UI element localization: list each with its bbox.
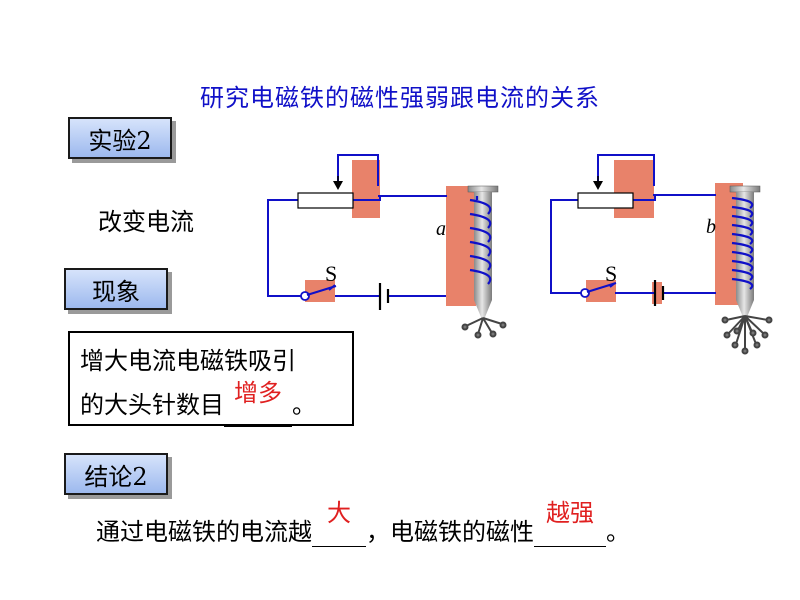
method-text: 改变电流 [98, 208, 194, 236]
phenomenon-tag-label: 现象 [92, 277, 140, 306]
circuit-b: S b [550, 154, 773, 355]
slider-arrowhead [593, 181, 603, 190]
conclusion-blank-2: 越强 [534, 499, 606, 547]
attracted-pins-few [461, 317, 507, 339]
observation-line2-prefix: 的大头针数目 [80, 391, 224, 419]
observation-line2-suffix: 。 [292, 391, 316, 419]
conclusion-tag: 结论2 [64, 453, 168, 495]
rheostat-body [297, 192, 354, 209]
nail-tip [474, 300, 492, 322]
rheostat-body [577, 192, 634, 209]
phenomenon-tag: 现象 [64, 268, 168, 310]
attracted-pins-many [721, 315, 773, 355]
rheostat-block [614, 160, 654, 218]
switch-label: S [605, 261, 617, 286]
observation-box: 增大电流电磁铁吸引 的大头针数目增多。 [68, 331, 354, 427]
nail-head [467, 185, 499, 193]
experiment-tag: 实验2 [68, 117, 172, 159]
electromagnet-backing [446, 186, 476, 306]
conclusion-sentence: 通过电磁铁的电流越大 ，电磁铁的磁性越强。 [96, 499, 630, 547]
switch-pivot [580, 288, 590, 298]
coil [469, 196, 492, 285]
observation-line1: 增大电流电磁铁吸引 [80, 347, 296, 375]
conclusion-part1: 通过电磁铁的电流越 [96, 518, 312, 546]
conclusion-answer-2: 越强 [546, 499, 594, 527]
conclusion-answer-1: 大 [327, 499, 351, 527]
switch-lever [586, 282, 617, 293]
observation-line2: 的大头针数目增多。 [80, 379, 352, 427]
conclusion-blank-1: 大 [312, 499, 366, 547]
coil [731, 196, 754, 290]
nail-head [729, 185, 761, 193]
switch-lever [306, 285, 337, 296]
rheostat-block [352, 160, 380, 218]
nail-tip [736, 300, 754, 322]
page-title: 研究电磁铁的磁性强弱跟电流的关系 [200, 84, 600, 112]
circuit-a: S a [267, 154, 507, 339]
switch-label: S [325, 261, 337, 286]
battery-highlight [652, 282, 662, 304]
slider-arrowhead [333, 181, 343, 190]
conclusion-tag-label: 结论2 [84, 462, 148, 491]
conclusion-part3: 。 [606, 518, 630, 546]
observation-blank: 增多 [224, 379, 292, 427]
conclusion-part2: ，电磁铁的磁性 [366, 518, 534, 546]
coil-label: a [436, 218, 446, 240]
coil-label: b [706, 216, 716, 238]
switch-pivot [300, 291, 310, 301]
experiment-tag-label: 实验2 [88, 126, 152, 155]
observation-answer: 增多 [234, 379, 282, 407]
